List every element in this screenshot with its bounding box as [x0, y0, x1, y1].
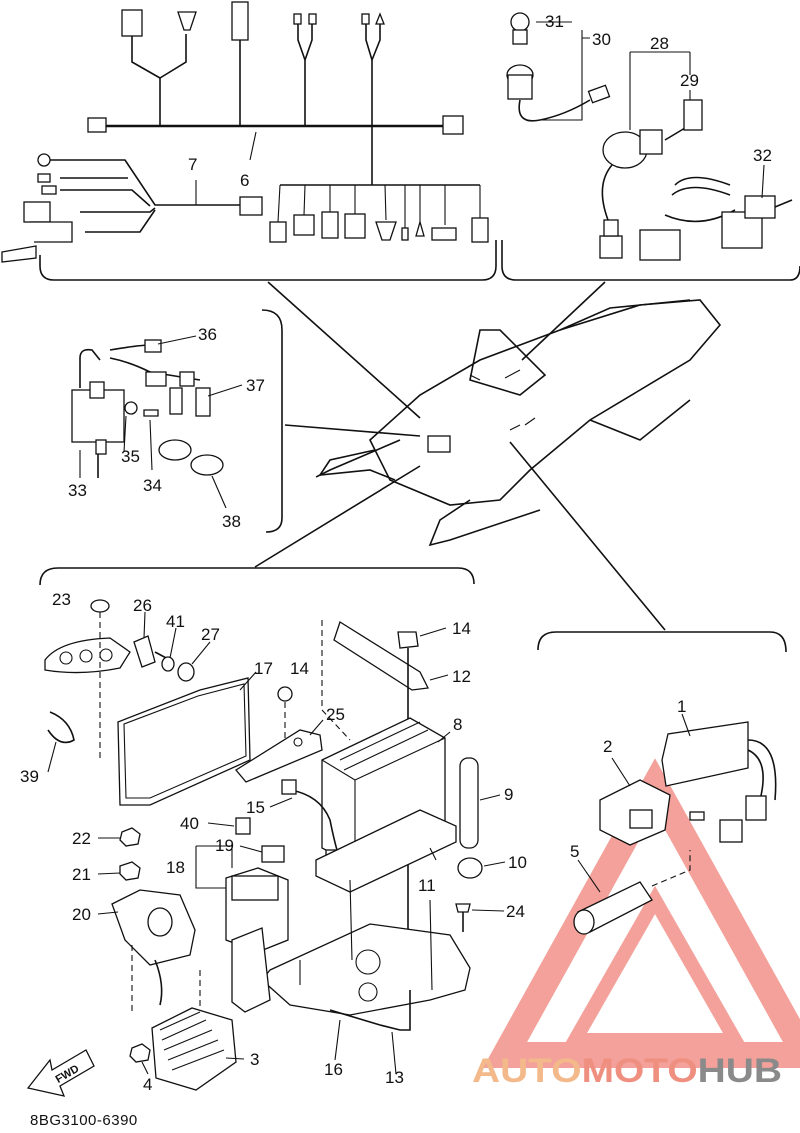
callout-6: 6 — [240, 171, 249, 190]
callout-29: 29 — [680, 71, 699, 90]
watermark-hub: HUB — [698, 1052, 782, 1090]
callout-1: 1 — [677, 697, 686, 716]
callout-30: 30 — [592, 30, 611, 49]
callout-9: 9 — [504, 785, 513, 804]
callout-25: 25 — [326, 705, 345, 724]
callout-22: 22 — [72, 829, 91, 848]
wire-harness-panel — [1, 1, 497, 281]
callout-31: 31 — [545, 12, 564, 31]
watermark-moto: MOTO — [582, 1052, 698, 1090]
callout-17: 17 — [254, 659, 273, 678]
callout-15: 15 — [246, 798, 265, 817]
switch-panel — [501, 12, 800, 281]
callout-24: 24 — [506, 902, 525, 921]
callout-11: 11 — [418, 876, 436, 895]
callout-16: 16 — [324, 1060, 343, 1079]
callout-14-top: 14 — [452, 619, 471, 638]
callout-26: 26 — [133, 596, 152, 615]
watermark-auto: AUTO — [472, 1052, 582, 1090]
callout-3: 3 — [250, 1050, 259, 1069]
callout-28: 28 — [650, 34, 669, 53]
callout-12: 12 — [452, 667, 471, 686]
callout-36: 36 — [198, 325, 217, 344]
callout-33: 33 — [68, 481, 87, 500]
callout-32: 32 — [753, 146, 772, 165]
fwd-arrow-icon — [26, 1049, 95, 1097]
callout-38: 38 — [222, 512, 241, 531]
callout-37: 37 — [246, 376, 265, 395]
callout-40: 40 — [180, 814, 199, 833]
callout-14-left: 14 — [290, 659, 309, 678]
callout-5: 5 — [570, 842, 579, 861]
callout-10: 10 — [508, 853, 527, 872]
callout-20: 20 — [72, 905, 91, 924]
callout-7: 7 — [188, 155, 197, 174]
callout-39: 39 — [20, 767, 39, 786]
callout-27: 27 — [201, 625, 220, 644]
callout-23: 23 — [52, 590, 71, 609]
callout-35: 35 — [121, 447, 140, 466]
ignition-coil-panel — [71, 309, 283, 533]
callout-4: 4 — [143, 1075, 152, 1094]
cdi-panel — [537, 631, 787, 935]
callout-19: 19 — [215, 836, 234, 855]
callout-18: 18 — [166, 858, 185, 877]
harness-connectors-row — [269, 184, 489, 243]
callout-21: 21 — [72, 865, 91, 884]
pointer-lines — [254, 281, 666, 631]
callout-2: 2 — [603, 737, 612, 756]
callout-34: 34 — [143, 476, 162, 495]
drawing-code: 8BG3100-6390 — [30, 1112, 138, 1129]
callout-numbers: 31 30 28 29 32 7 6 36 37 35 34 33 38 23 … — [20, 12, 772, 1094]
snowmobile-illustration — [315, 299, 722, 547]
battery-box-assembly: FWD — [26, 567, 506, 1097]
callout-8: 8 — [453, 715, 462, 734]
callout-41: 41 — [166, 612, 185, 631]
callout-13: 13 — [385, 1068, 404, 1087]
